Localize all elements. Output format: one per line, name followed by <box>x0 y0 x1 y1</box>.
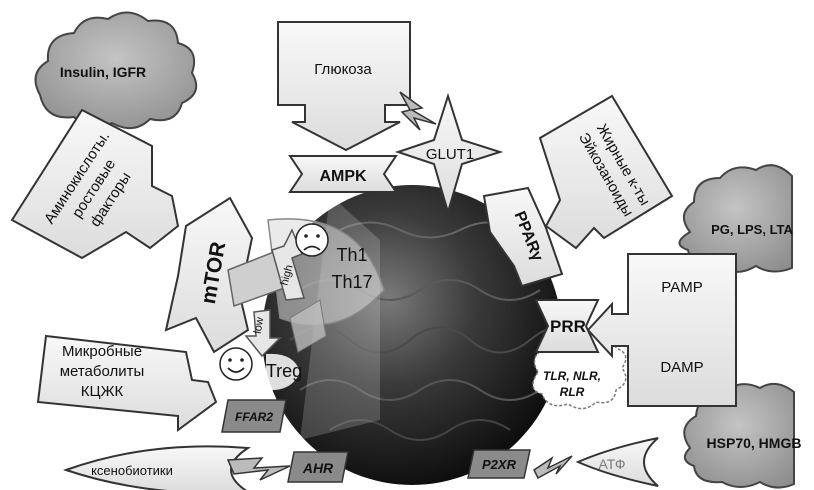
receptor-ahr: AHR <box>287 451 349 483</box>
arrow-amino: Аминокислоты. ростовые факторы <box>10 108 180 260</box>
arrow-atp: АТФ <box>575 437 659 487</box>
arrow-atp-label: АТФ <box>599 456 626 472</box>
cloud-hsp-label: HSP70, HMGB <box>707 435 802 451</box>
receptor-ppar: PPARγ <box>482 186 564 288</box>
th1-label: Th1 <box>336 245 367 265</box>
arrow-microbial: Микробные метаболиты КЦЖК <box>36 334 218 432</box>
treg-label: Treg <box>266 361 302 381</box>
crescent-shape <box>575 437 659 487</box>
cell-texture <box>289 326 581 354</box>
receptor-p2xr: P2XR <box>467 449 531 479</box>
low-arrow-shape <box>244 309 282 358</box>
cloud-insulin: Insulin, IGFR <box>34 11 198 130</box>
th-panel: high low <box>227 218 385 358</box>
arrow-glucose-label: Глюкоза <box>314 61 372 78</box>
cell-texture <box>339 221 511 239</box>
cloud-tlr-line2: RLR <box>560 385 585 399</box>
receptor-p2xr-label: P2XR <box>482 457 517 472</box>
receptor-glut1-label: GLUT1 <box>426 146 474 163</box>
arrow-microbial-line3: КЦЖК <box>81 383 124 400</box>
cloud-pg-lps-label: PG, LPS, LTA <box>711 222 793 237</box>
receptor-prr-label: PRR <box>550 317 586 336</box>
receptor-ampk-label: AMPK <box>319 168 367 185</box>
receptor-ffar2: FFAR2 <box>221 399 287 433</box>
cloud-insulin-label: Insulin, IGFR <box>60 64 146 80</box>
receptor-shape <box>482 186 564 288</box>
arrow-pamp-damp: PAMP DAMP <box>586 253 737 407</box>
arrow-pamp-label: PAMP <box>661 279 702 296</box>
arrow-shape <box>277 21 411 152</box>
arrow-fatty: Жирные к-ты Эйкозаноиды <box>538 94 674 250</box>
receptor-shape <box>288 155 398 193</box>
crescent-shape <box>62 445 252 490</box>
happy-face-icon <box>219 347 253 381</box>
arrow-damp-label: DAMP <box>660 359 703 376</box>
th17-label: Th17 <box>331 272 372 292</box>
receptor-shape <box>394 92 504 216</box>
receptor-shape <box>164 196 254 354</box>
arrow-microbial-line2: метаболиты <box>60 363 145 380</box>
arrow-shape <box>586 253 737 407</box>
arrow-shape <box>538 94 674 250</box>
receptor-shape <box>287 451 349 483</box>
arrow-microbial-line1: Микробные <box>62 343 142 360</box>
receptor-shape <box>221 399 287 433</box>
cell-texture <box>329 419 511 441</box>
cloud-pg-lps: PG, LPS, LTA <box>678 164 794 273</box>
arrow-shape <box>36 334 218 432</box>
lightning-icon <box>533 455 573 480</box>
cloud-hsp: HSP70, HMGB <box>683 382 802 489</box>
high-label: high <box>279 264 296 287</box>
lightning-icon <box>399 91 437 131</box>
receptor-ffar2-label: FFAR2 <box>235 410 273 424</box>
receptor-prr: PRR <box>534 299 600 353</box>
receptor-shape <box>467 449 531 479</box>
receptor-glut1: GLUT1 <box>394 92 504 216</box>
lightning-icon <box>226 457 291 481</box>
arrow-glucose: Глюкоза <box>277 21 411 152</box>
arrow-xeno: ксенобиотики <box>62 445 252 490</box>
sad-face-icon <box>295 223 329 257</box>
receptor-mtor: mTOR <box>164 196 254 354</box>
th-panel-block <box>289 299 327 353</box>
treg-highlight <box>266 353 300 391</box>
cloud-tlr-line1: TLR, NLR, <box>543 369 601 383</box>
low-label: low <box>252 316 267 334</box>
arrow-shape <box>10 108 180 260</box>
cell-texture <box>299 379 541 401</box>
receptor-ampk: AMPK <box>288 155 398 193</box>
arrow-xeno-label: ксенобиотики <box>91 463 173 478</box>
receptor-ahr-label: AHR <box>302 460 334 476</box>
receptor-shape <box>534 299 600 353</box>
